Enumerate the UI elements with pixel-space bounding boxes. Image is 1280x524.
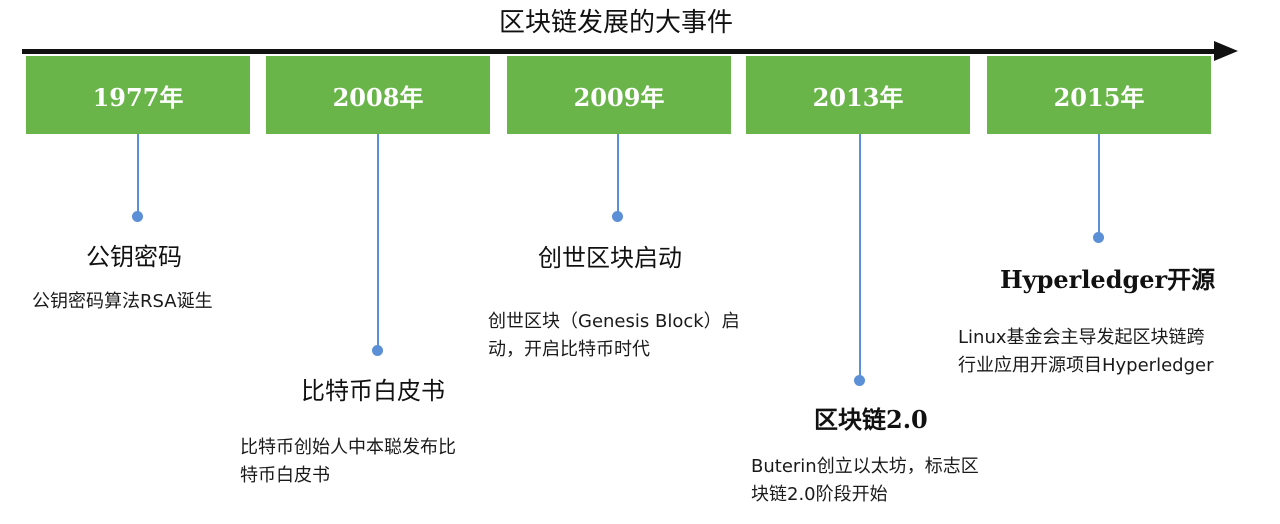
event-title-2013: 区块链2.0 [814, 405, 928, 434]
event-title-2009: 创世区块启动 [538, 244, 682, 272]
timeline-arrow-icon [1214, 41, 1238, 61]
connector-dot-2015 [1093, 232, 1104, 243]
diagram-title: 区块链发展的大事件 [498, 8, 733, 38]
connector-dot-2009 [612, 211, 623, 222]
connector-line-2013 [859, 134, 861, 378]
event-title-2015: Hyperledger开源 [1000, 265, 1216, 294]
year-box-1977: 1977年 [26, 56, 250, 134]
connector-line-2008 [377, 134, 379, 346]
event-desc-2008: 比特币创始人中本聪发布比 特币白皮书 [240, 437, 456, 486]
connector-dot-1977 [132, 211, 143, 222]
year-box-2008: 2008年 [266, 56, 490, 134]
event-desc-2013: Buterin创立以太坊，标志区 块链2.0阶段开始 [751, 456, 979, 505]
connector-line-1977 [137, 134, 139, 214]
connector-line-2015 [1098, 134, 1100, 238]
event-title-1977: 公钥密码 [86, 243, 182, 271]
year-box-2013: 2013年 [746, 56, 970, 134]
connector-line-2009 [617, 134, 619, 212]
year-box-2015: 2015年 [987, 56, 1211, 134]
timeline-axis [22, 49, 1218, 54]
event-desc-2015: Linux基金会主导发起区块链跨 行业应用开源项目Hyperledger [958, 327, 1214, 376]
event-desc-1977: 公钥密码算法RSA诞生 [32, 291, 213, 312]
event-title-2008: 比特币白皮书 [301, 377, 445, 405]
connector-dot-2013 [854, 375, 865, 386]
event-desc-2009: 创世区块（Genesis Block）启 动，开启比特币时代 [488, 311, 740, 360]
year-box-2009: 2009年 [507, 56, 731, 134]
connector-dot-2008 [372, 345, 383, 356]
